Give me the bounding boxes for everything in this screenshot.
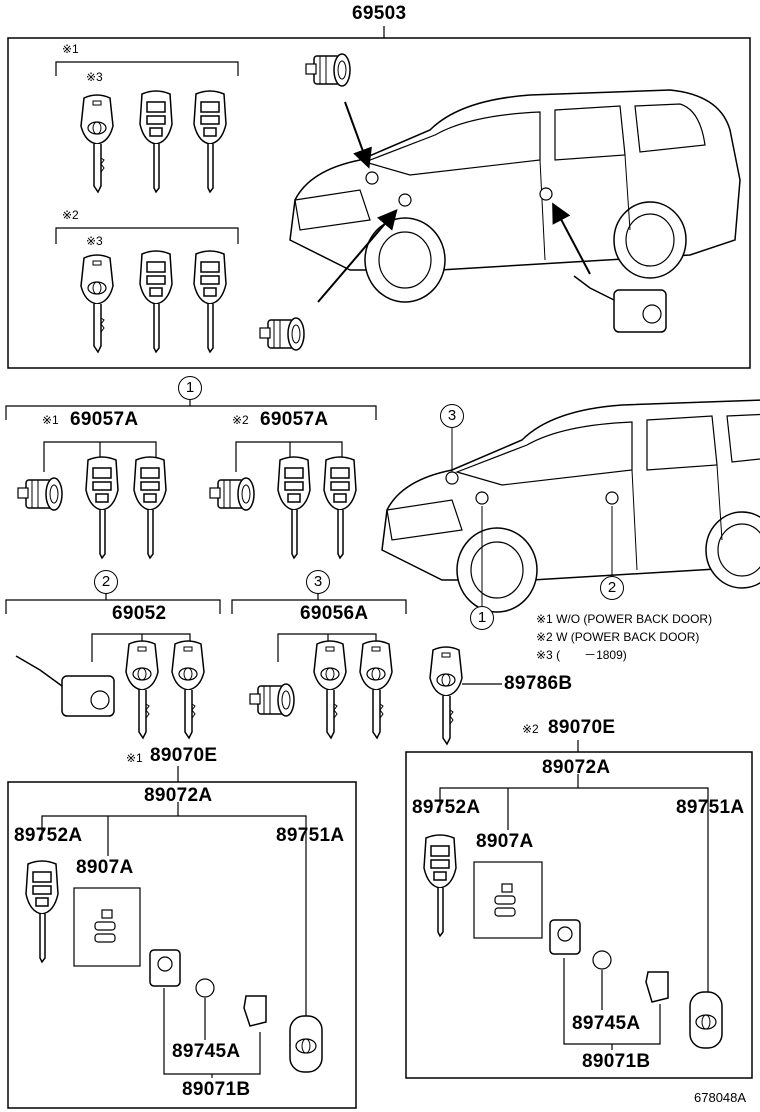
lock-cylinder-illustration [17,477,63,511]
callout-2: 2 [600,576,624,600]
plain-key-illustration [359,640,393,739]
note-marker-1: ※1 [62,42,79,56]
plain-key-illustration [80,94,114,193]
remote-key-illustration [133,456,167,559]
remote-key-illustration [193,250,227,353]
callout-3: 3 [306,570,330,594]
callout-1: 1 [470,606,494,630]
note-marker-2: ※2 [522,722,539,736]
part-number-89751a: 89751A [676,797,745,818]
part-number-8907a: 8907A [76,857,134,878]
plain-key-illustration [429,646,463,745]
part-number-8907a: 8907A [476,831,534,852]
part-number-89070e: 89070E [150,745,218,766]
lock-cylinder-illustration [305,53,351,87]
top-assembly-box [7,37,751,369]
part-number-89745a: 89745A [572,1013,641,1034]
remote-key-illustration [25,860,59,963]
remote-key-illustration [423,834,457,937]
part-number-89070e: 89070E [548,717,616,738]
remote-key-illustration [323,456,357,559]
lock-cylinder-illustration [209,477,255,511]
note-marker-3: ※3 [86,234,103,248]
remote-fob-illustration [289,1015,323,1073]
note-marker-1: ※1 [42,413,59,427]
vehicle-illustration [289,89,741,303]
part-number-69057a: 69057A [70,409,139,430]
battery-illustration [592,950,612,970]
part-number-89751a: 89751A [276,825,345,846]
note-marker-2: ※2 [62,208,79,222]
legend-note-1: ※1 W/O (POWER BACK DOOR) [536,612,713,626]
key-kit-box-right [405,751,753,1079]
part-number-89745a: 89745A [172,1041,241,1062]
remote-key-illustration [85,456,119,559]
callout-2: 2 [94,570,118,594]
part-number-69056a: 69056A [300,603,369,624]
door-handle-cylinder-illustration [573,275,667,333]
door-handle-cylinder-illustration [15,655,115,717]
part-number-89071b: 89071B [582,1051,651,1072]
part-number-89072a: 89072A [542,757,611,778]
remote-key-illustration [139,90,173,193]
part-number-69052: 69052 [112,603,167,624]
legend-note-3: ※3 ( －1809) [536,648,627,662]
key-kit-box-left [7,781,357,1109]
part-number-69503: 69503 [352,3,407,24]
diagram-number: 678048A [694,1090,747,1105]
part-number-89071b: 89071B [182,1079,251,1100]
part-number-89752a: 89752A [412,797,481,818]
lock-cylinder-illustration [249,683,295,717]
vehicle-illustration [381,399,760,613]
battery-cover-illustration [549,919,581,955]
callout-1: 1 [178,376,202,400]
callout-3: 3 [440,404,464,428]
part-number-89752a: 89752A [14,825,83,846]
plain-key-illustration [125,640,159,739]
remote-key-illustration [277,456,311,559]
part-number-89072a: 89072A [144,785,213,806]
note-marker-2: ※2 [232,413,249,427]
remote-key-illustration [139,250,173,353]
legend-note-2: ※2 W (POWER BACK DOOR) [536,630,700,644]
part-number-69057a: 69057A [260,409,329,430]
remote-fob-illustration [689,991,723,1049]
plain-key-illustration [80,254,114,353]
note-marker-3: ※3 [86,70,103,84]
lock-cylinder-illustration [259,317,305,351]
remote-key-illustration [193,90,227,193]
part-number-89786b: 89786B [504,673,573,694]
note-marker-1: ※1 [126,751,143,765]
plain-key-illustration [313,640,347,739]
plain-key-illustration [171,640,205,739]
battery-illustration [195,978,215,998]
battery-cover-illustration [149,949,181,987]
